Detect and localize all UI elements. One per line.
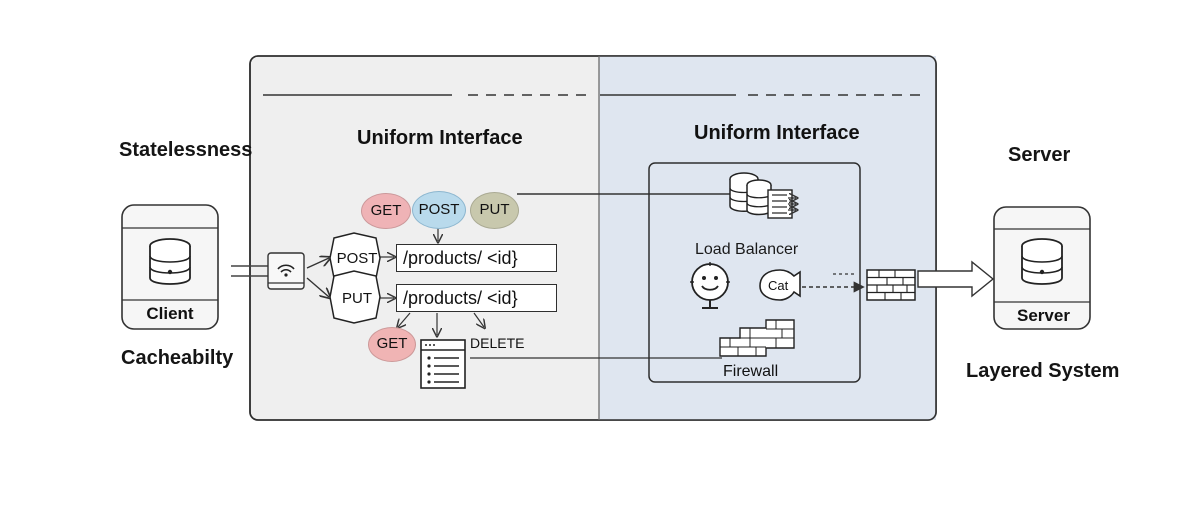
dashed-connectors xyxy=(802,273,865,293)
method-get-pill-bottom: GET xyxy=(368,327,416,362)
right-panel-title: Uniform Interface xyxy=(694,122,860,144)
method-put-pill: PUT xyxy=(470,192,519,229)
database-icon xyxy=(149,238,191,285)
method-get-pill: GET xyxy=(361,193,411,229)
hex-nodes xyxy=(329,232,381,324)
url-path-2: /products/ <id} xyxy=(396,284,557,312)
client-label: Client xyxy=(146,304,194,323)
statelessness-label: Statelessness xyxy=(119,139,253,161)
wifi-router-icon xyxy=(267,252,305,290)
hex-label-put: PUT xyxy=(342,290,372,307)
method-post-pill: POST xyxy=(412,191,466,229)
server-label: Server xyxy=(1017,306,1070,325)
client-node xyxy=(121,204,219,330)
database-icon xyxy=(1021,238,1063,285)
main-panel xyxy=(249,55,937,421)
hex-label-post: POST xyxy=(336,250,378,267)
firewall-label: Firewall xyxy=(723,363,779,380)
document-icon xyxy=(420,339,466,389)
client-router-connector xyxy=(231,265,268,277)
network-layer-box xyxy=(648,162,861,383)
router-arrows xyxy=(306,225,484,335)
url-path-1: /products/ <id} xyxy=(396,244,557,272)
cacheability-label: Cacheabilty xyxy=(121,347,234,369)
firewall-icon xyxy=(866,269,916,301)
face-icon xyxy=(690,262,730,309)
server-arrow xyxy=(917,260,995,298)
firewall-icon-inner xyxy=(719,319,795,357)
layered-system-label: Layered System xyxy=(966,360,1120,382)
delete-label: DELETE xyxy=(470,335,525,351)
server-node xyxy=(993,206,1091,330)
left-panel-title: Uniform Interface xyxy=(357,127,523,149)
load-balancer-label: Load Balancer xyxy=(695,241,799,258)
cat-label: Cat xyxy=(768,278,789,293)
hex-node-put xyxy=(329,270,381,324)
cat-icon xyxy=(759,269,801,301)
server-stack-icon xyxy=(729,172,796,219)
server-heading-label: Server xyxy=(1008,144,1071,166)
